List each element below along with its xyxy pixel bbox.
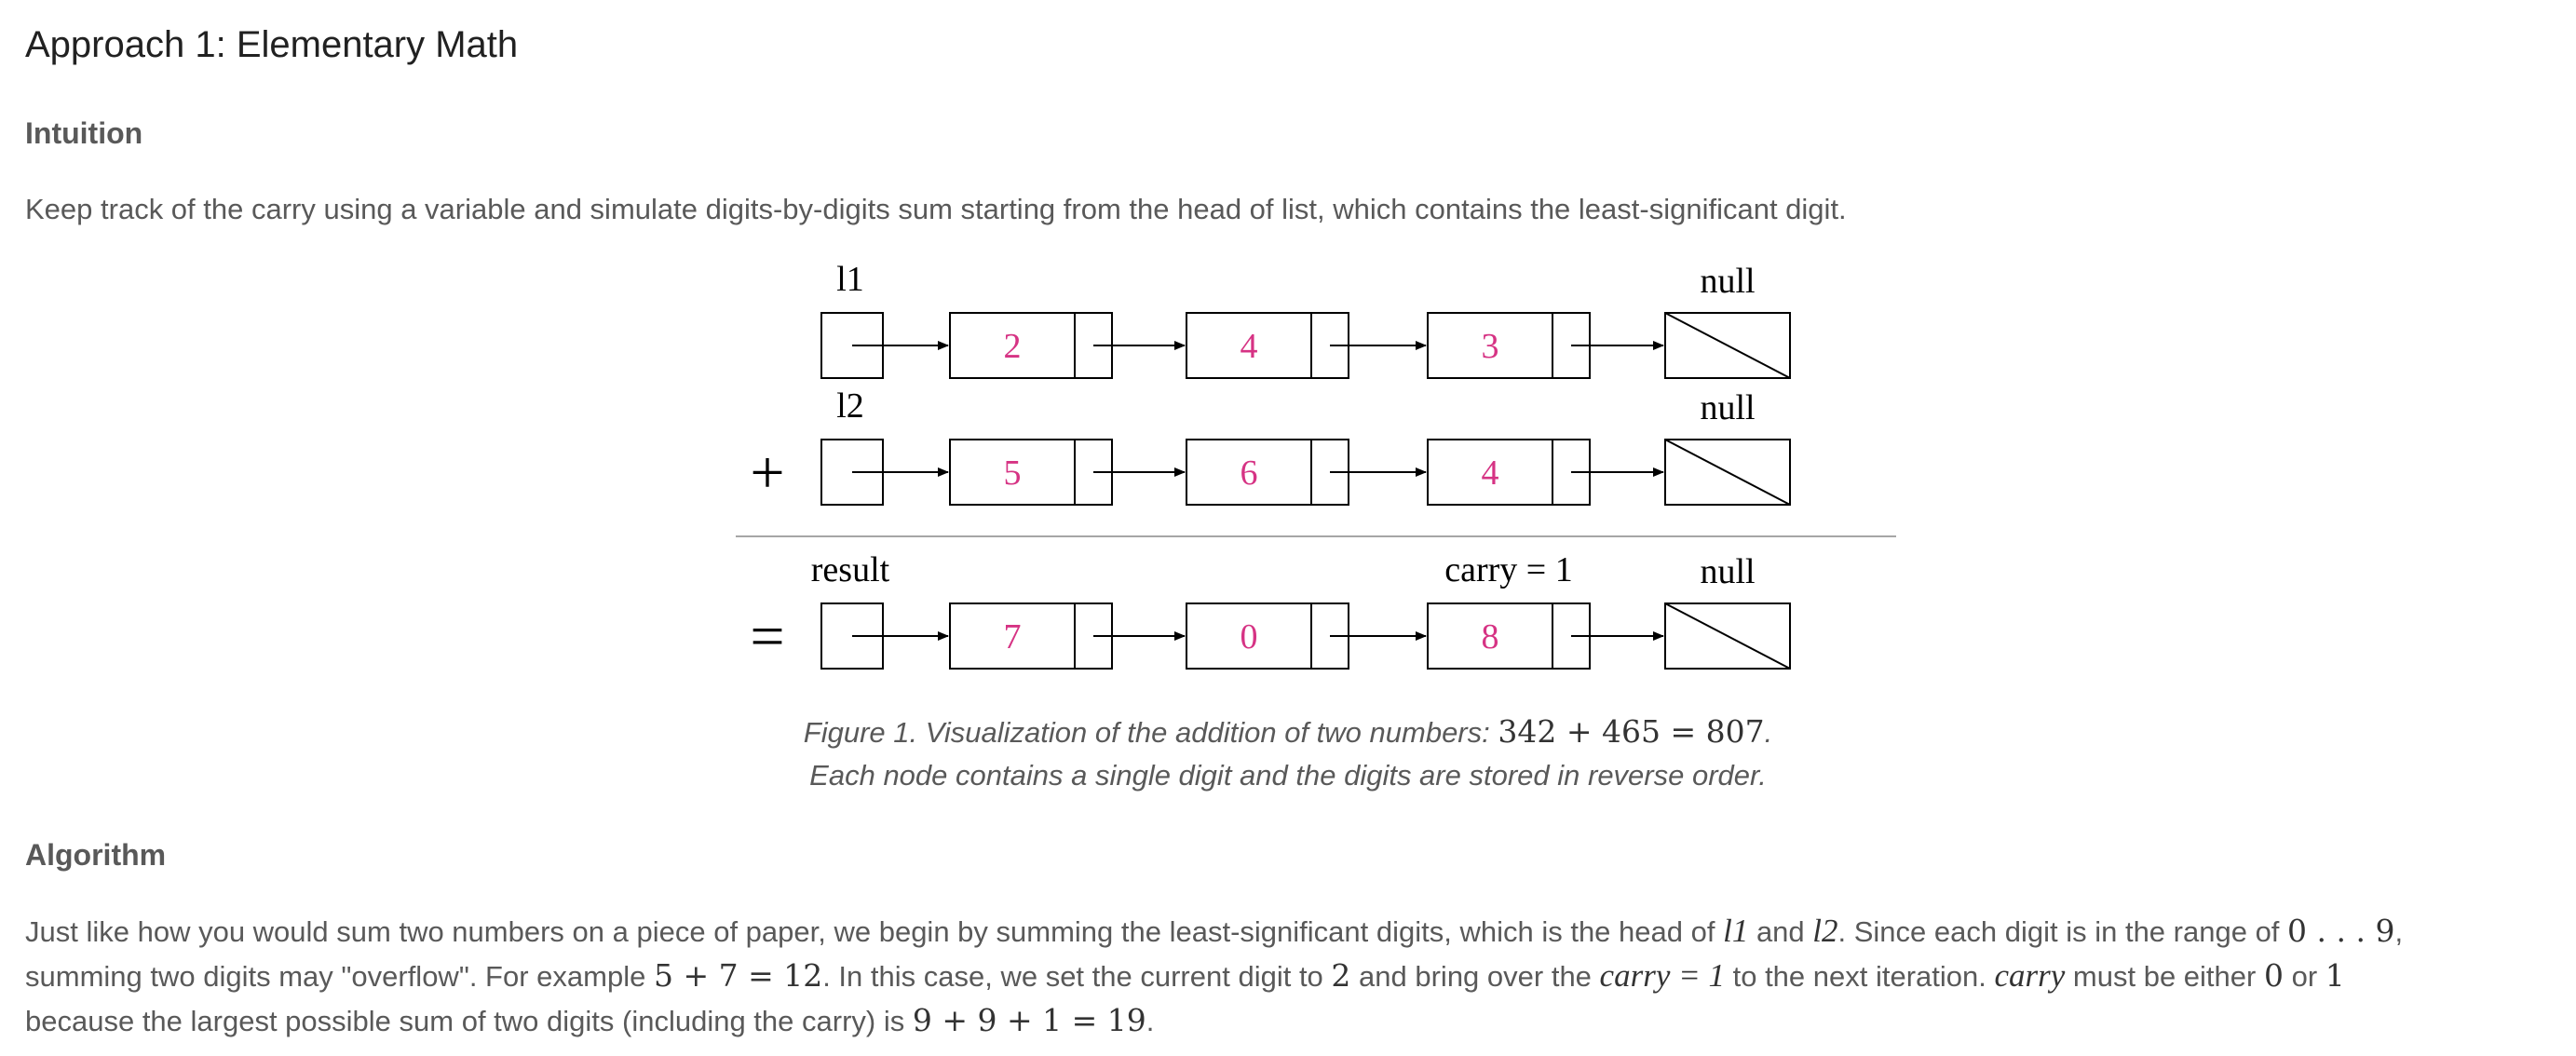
node-box xyxy=(949,439,1113,506)
row-operator: = xyxy=(750,602,784,670)
page-title: Approach 1: Elementary Math xyxy=(25,24,519,65)
algorithm-line-2: summing two digits may "overflow". For e… xyxy=(25,954,2345,999)
node-box xyxy=(1186,312,1349,379)
row-operator: + xyxy=(750,439,784,507)
caption-suffix: . xyxy=(1764,716,1773,749)
algorithm-text: because the largest possible sum of two … xyxy=(25,1005,913,1037)
figure-caption-line-2: Each node contains a single digit and th… xyxy=(809,759,1767,792)
math-carry-eq: carry = 1 xyxy=(1599,957,1725,994)
math-one: 1 xyxy=(2325,957,2345,994)
node-box xyxy=(949,602,1113,670)
null-box xyxy=(1664,439,1791,506)
algorithm-text: must be either xyxy=(2065,960,2264,993)
math-l1: l1 xyxy=(1723,913,1749,949)
node-digit: 0 xyxy=(1241,617,1258,657)
math-zero: 0 xyxy=(2263,957,2284,994)
list-label: l2 xyxy=(836,386,864,426)
node-box xyxy=(1427,312,1591,379)
intuition-text: Keep track of the carry using a variable… xyxy=(25,193,1847,225)
algorithm-text: . In this case, we set the current digit… xyxy=(822,960,1332,993)
node-digit: 8 xyxy=(1482,617,1499,657)
node-box xyxy=(1427,439,1591,506)
math-example: 5 + 7 = 12 xyxy=(653,957,823,994)
algorithm-text: and bring over the xyxy=(1350,960,1600,993)
node-digit: 7 xyxy=(1004,617,1022,657)
null-box xyxy=(1664,312,1791,379)
list-label: result xyxy=(811,550,890,589)
linked-list-diagram: l1 2 4 3 null + l2 5 6 4 null = result 7 0 8 null carry =… xyxy=(736,260,1896,670)
algorithm-text: Just like how you would sum two numbers … xyxy=(25,915,1724,948)
algorithm-text: . Since each digit is in the range of xyxy=(1837,915,2288,948)
null-label: null xyxy=(1700,552,1755,591)
node-digit: 3 xyxy=(1482,327,1499,366)
math-range: 0 . . . 9 xyxy=(2287,913,2395,949)
algorithm-text: or xyxy=(2283,960,2325,993)
algorithm-line-1: Just like how you would sum two numbers … xyxy=(25,909,2403,954)
caption-prefix: Figure 1. Visualization of the addition … xyxy=(803,716,1498,749)
node-digit: 4 xyxy=(1241,327,1258,366)
algorithm-text: and xyxy=(1748,915,1813,948)
node-box xyxy=(1186,602,1349,670)
null-label: null xyxy=(1700,388,1755,427)
figure-caption-line-1: Figure 1. Visualization of the addition … xyxy=(25,713,2551,750)
null-slash xyxy=(1664,312,1791,379)
node-digit: 2 xyxy=(1004,327,1022,366)
math-l2: l2 xyxy=(1812,913,1838,949)
caption-math: 342 + 465 = 807 xyxy=(1498,713,1765,750)
algorithm-heading: Algorithm xyxy=(25,838,167,872)
algorithm-text: . xyxy=(1146,1005,1155,1037)
null-slash xyxy=(1664,602,1791,670)
intuition-heading: Intuition xyxy=(25,116,143,150)
node-box xyxy=(949,312,1113,379)
node-digit: 5 xyxy=(1004,454,1022,493)
algorithm-line-3: because the largest possible sum of two … xyxy=(25,998,1154,1044)
node-digit: 6 xyxy=(1241,454,1258,493)
algorithm-text: , xyxy=(2394,915,2404,948)
list-label: l1 xyxy=(836,260,864,299)
math-max-sum: 9 + 9 + 1 = 19 xyxy=(912,1002,1146,1038)
node-box xyxy=(1427,602,1591,670)
algorithm-text: summing two digits may "overflow". For e… xyxy=(25,960,654,993)
node-box xyxy=(1186,439,1349,506)
node-digit: 4 xyxy=(1482,454,1499,493)
linked-list-figure: l1 2 4 3 null + l2 5 6 4 null = result 7 0 8 null carry =… xyxy=(708,253,1918,682)
null-box xyxy=(1664,602,1791,670)
math-carry: carry xyxy=(1994,957,2066,994)
math-digit: 2 xyxy=(1331,957,1351,994)
algorithm-text: to the next iteration. xyxy=(1724,960,1995,993)
null-label: null xyxy=(1700,262,1755,301)
null-slash xyxy=(1664,439,1791,506)
carry-label: carry = 1 xyxy=(1444,550,1572,589)
